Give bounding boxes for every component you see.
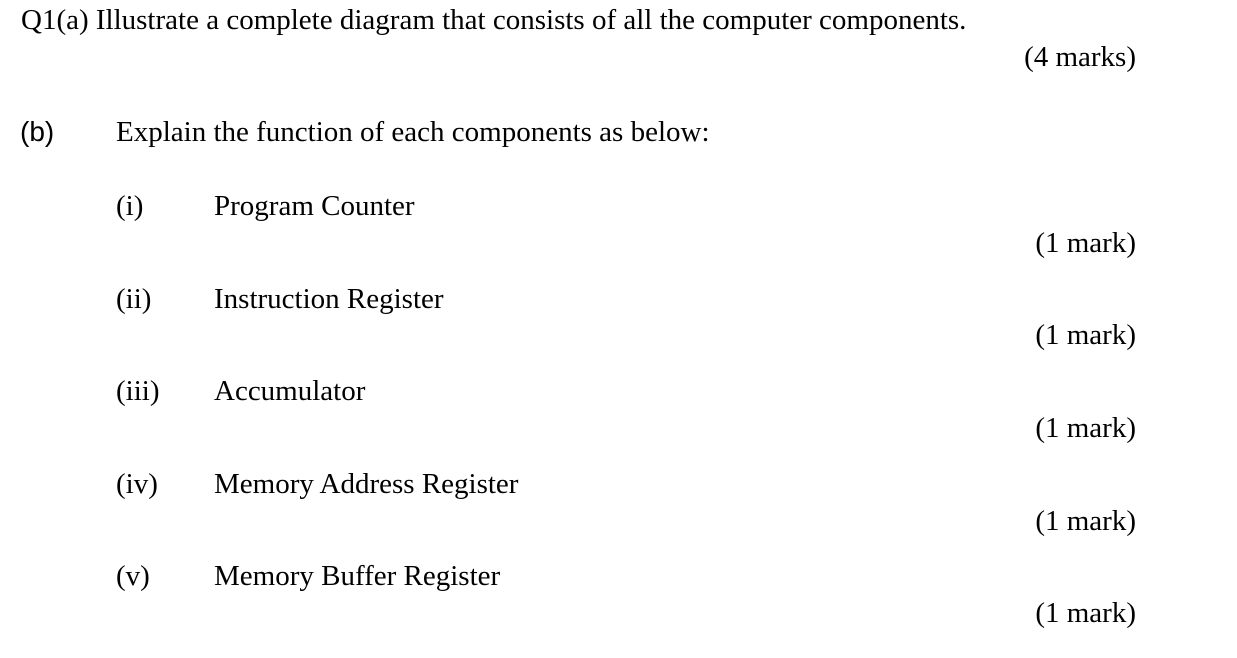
sub-question-marks: (1 mark) [1035, 412, 1136, 444]
sub-question-marks: (1 mark) [1035, 319, 1136, 351]
sub-question-marks: (1 mark) [1035, 597, 1136, 629]
sub-question-marks: (1 mark) [1035, 227, 1136, 259]
sub-question-numeral: (i) [116, 190, 144, 222]
sub-question-numeral: (iii) [116, 375, 160, 407]
question-b-label: (b) [20, 116, 55, 147]
sub-question-text: Accumulator [214, 375, 366, 407]
sub-question-text: Instruction Register [214, 283, 444, 315]
sub-question-text: Memory Address Register [214, 468, 519, 500]
question-b-text: Explain the function of each components … [116, 116, 710, 148]
sub-question-text: Program Counter [214, 190, 415, 222]
sub-question-text: Memory Buffer Register [214, 560, 501, 592]
question-a-text: Q1(a) Illustrate a complete diagram that… [21, 4, 967, 36]
sub-question-numeral: (iv) [116, 468, 158, 500]
question-a-marks: (4 marks) [1024, 41, 1136, 73]
sub-question-numeral: (ii) [116, 283, 152, 315]
sub-question-numeral: (v) [116, 560, 150, 592]
sub-question-marks: (1 mark) [1035, 505, 1136, 537]
